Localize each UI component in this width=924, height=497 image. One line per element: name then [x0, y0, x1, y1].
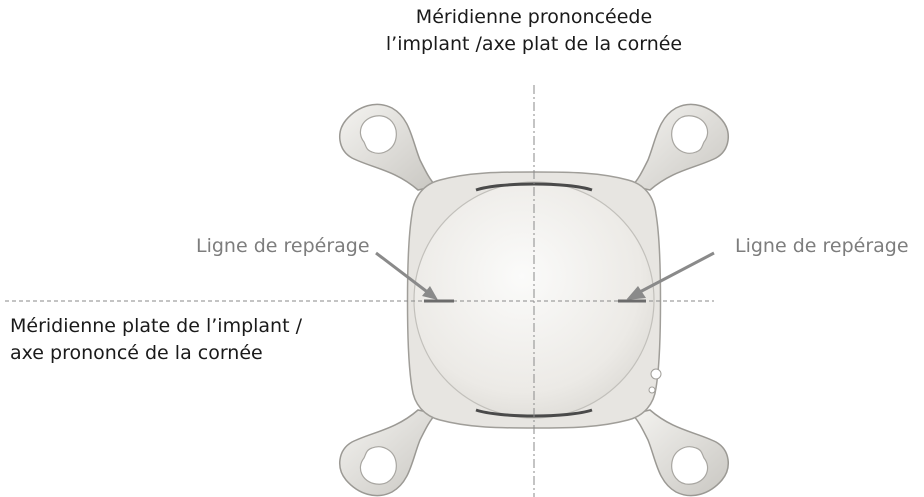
- flat-axis-title-line2: l’implant /axe plat de la cornée: [0, 31, 924, 58]
- marking-label-right: Ligne de repérage: [735, 233, 909, 260]
- marking-label-left: Ligne de repérage: [196, 233, 370, 260]
- haptic-top-right: [632, 104, 728, 190]
- steep-axis-title: Méridienne plate de l’implant / axe pron…: [10, 313, 302, 367]
- haptic-bottom-right: [632, 410, 728, 496]
- haptic-top-left: [340, 104, 436, 190]
- steep-axis-title-line2: axe prononcé de la cornée: [10, 340, 302, 367]
- lens-notch: [651, 369, 661, 379]
- lens-notch: [649, 387, 655, 393]
- steep-axis-title-line1: Méridienne plate de l’implant /: [10, 313, 302, 340]
- flat-axis-title: Méridienne prononcéede l’implant /axe pl…: [0, 4, 924, 58]
- haptic-bottom-left: [340, 410, 436, 496]
- flat-axis-title-line1: Méridienne prononcéede: [0, 4, 924, 31]
